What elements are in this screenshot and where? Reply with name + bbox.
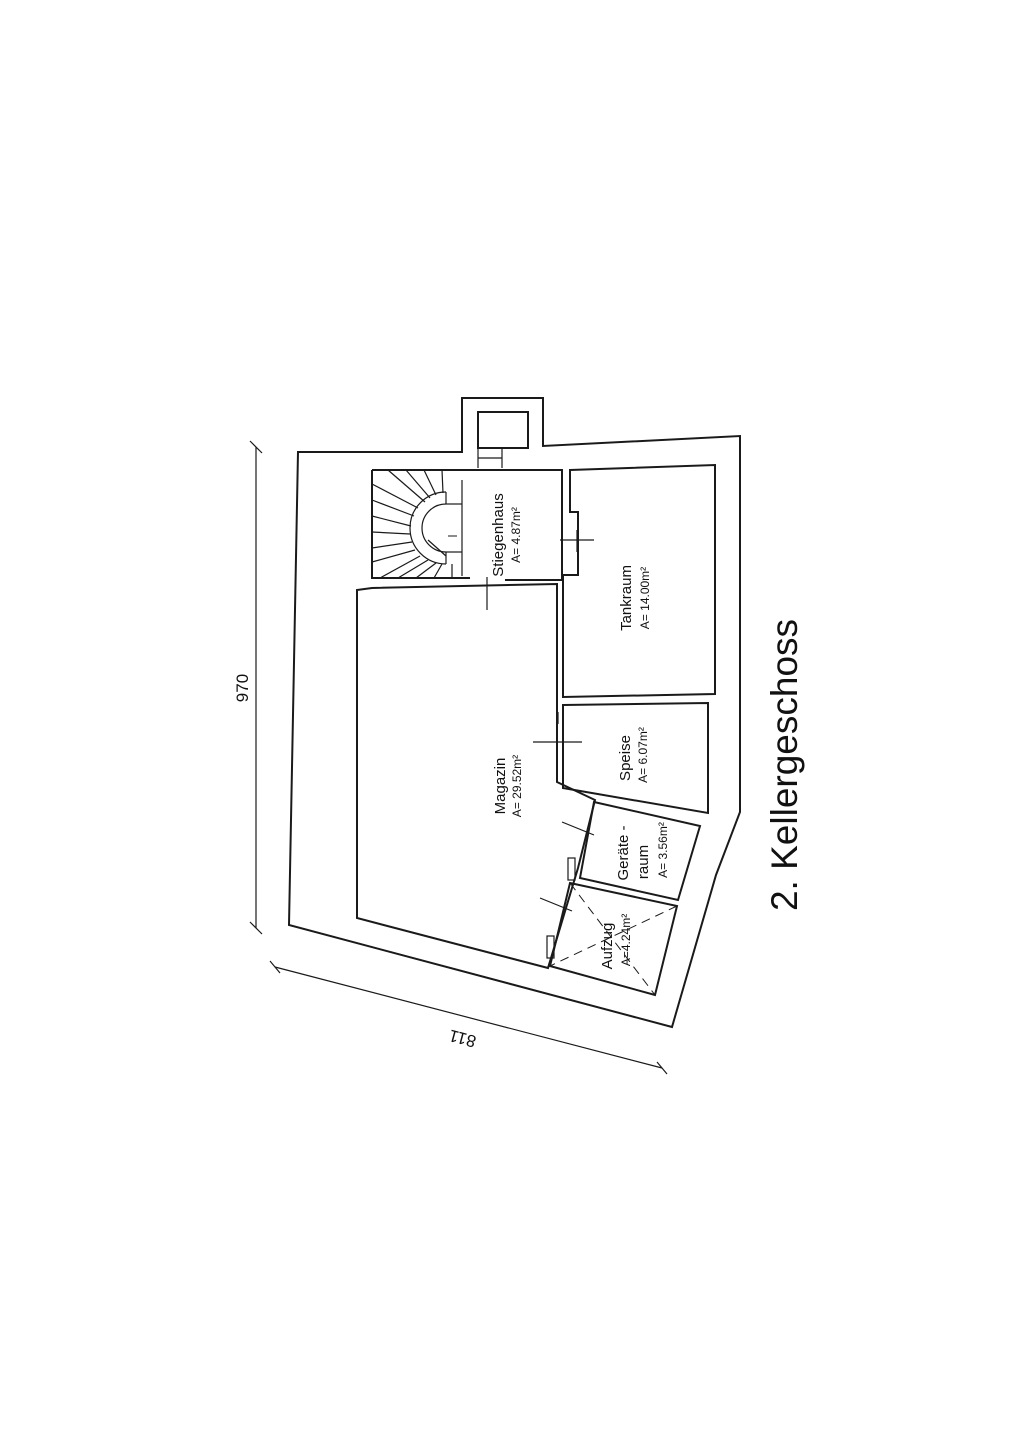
room-area: A= 3.56m² <box>656 822 670 878</box>
room-name: Aufzug <box>599 923 616 970</box>
room-name: Tankraum <box>618 565 635 631</box>
width-dimension-label: 970 <box>233 674 252 702</box>
dimension-tick <box>249 440 263 454</box>
room-name-line1: Geräte - <box>615 825 632 880</box>
room-name-line2: raum <box>635 845 652 879</box>
room-area: A= 6.07m² <box>636 727 650 783</box>
wall-speise <box>562 701 709 815</box>
room-aufzug: Aufzug A=4.24m² <box>599 914 633 970</box>
room-name: Stiegenhaus <box>490 493 507 576</box>
wall-tankraum <box>562 463 716 699</box>
room-name: Magazin <box>492 758 509 815</box>
wall-geraeteraum <box>578 800 702 902</box>
dimension-tick <box>249 921 263 935</box>
wall-magazin <box>356 582 597 970</box>
room-area: A= 4.87m² <box>509 507 523 563</box>
door-jamb <box>546 935 555 959</box>
door-marker <box>539 897 573 912</box>
dimension-line-811 <box>274 966 663 1069</box>
floor-title: 2. Kellergeschoss <box>764 619 805 911</box>
aufzug-diagonal <box>569 882 656 996</box>
aufzug-diagonal <box>549 905 678 967</box>
room-magazin: Magazin A= 29.52m² <box>492 755 524 817</box>
outer-wall <box>287 397 741 1029</box>
room-speise: Speise A= 6.07m² <box>617 727 650 783</box>
door-marker <box>561 821 595 836</box>
room-tankraum: Tankraum A= 14.00m² <box>618 565 652 631</box>
room-stiegenhaus: Stiegenhaus A= 4.87m² <box>490 493 523 576</box>
depth-dimension-label: 811 <box>447 1026 478 1051</box>
room-area: A= 29.52m² <box>510 755 524 817</box>
staircase <box>371 469 463 579</box>
door-jamb <box>567 857 576 881</box>
dimension-tick <box>269 960 281 974</box>
wall-stiegenhaus <box>372 469 563 581</box>
room-area: A= 14.00m² <box>638 567 652 629</box>
dimension-tick <box>656 1061 668 1075</box>
room-name: Speise <box>617 735 634 781</box>
wall-stiegenhaus-west <box>371 470 470 579</box>
room-area: A=4.24m² <box>619 914 633 966</box>
chimney-shaft <box>477 411 529 449</box>
room-geraeteraum: Geräte - raum A= 3.56m² <box>615 822 670 880</box>
